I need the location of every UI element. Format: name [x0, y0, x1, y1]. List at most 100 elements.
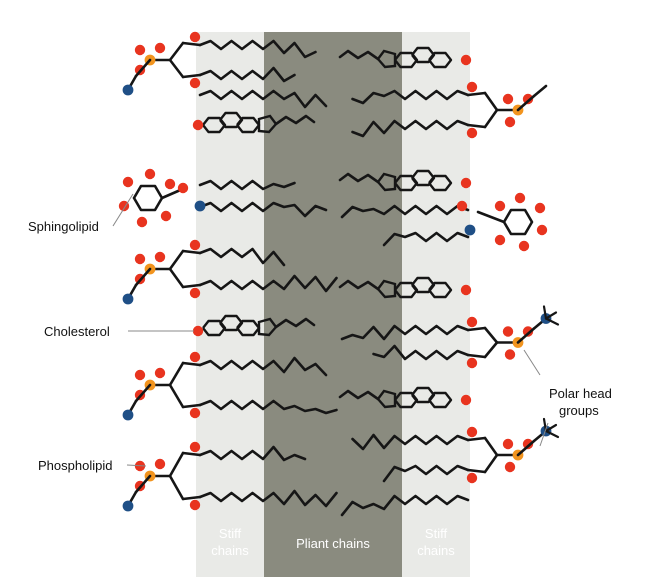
oxygen-atom [460, 284, 472, 296]
oxygen-atom [494, 234, 506, 246]
sterol-ring [428, 281, 453, 299]
sterol-ring [411, 169, 436, 187]
chain-left-9 [198, 445, 307, 462]
chain-right-7 [382, 464, 470, 483]
leader-polar-head-lower [539, 422, 549, 447]
label-polar-head-line1: Polar head [549, 386, 612, 401]
chain-right-8 [340, 494, 470, 517]
ester-bond [181, 495, 202, 501]
glycerol-bond [483, 91, 499, 112]
sterol-tail [338, 49, 380, 61]
headgroup-bond [134, 383, 152, 403]
stiff-zone-left [196, 32, 264, 577]
glycerol-bond [168, 383, 185, 409]
lipid-chains [198, 39, 470, 517]
oxygen-atom [518, 240, 530, 252]
sugar-ring [132, 184, 164, 212]
ester-bond [181, 283, 202, 289]
glycerol-bond [483, 326, 499, 344]
chain-left-10 [198, 489, 338, 508]
chain-left-7 [198, 356, 328, 377]
glycosidic-bond [476, 210, 506, 224]
sterol-tail [274, 114, 316, 126]
zone-label-stiff-left-line1: Stiff [218, 526, 242, 541]
leader-phospholipid [126, 464, 147, 467]
oxygen-atom [154, 42, 166, 54]
zone-label-stiff-right-line1: Stiff [424, 526, 448, 541]
chain-right-4 [340, 324, 470, 341]
oxygen-atom [466, 426, 478, 438]
oxygen-atom [192, 119, 204, 131]
chain-left-2 [198, 89, 328, 109]
glycerol-bond [168, 267, 185, 289]
chain-right-2 [340, 204, 470, 219]
oxygen-atom [466, 357, 478, 369]
sterol-ring [376, 172, 397, 192]
sterol-tail [274, 317, 316, 329]
oxygen-atom [134, 44, 146, 56]
oxygen-atom [192, 325, 204, 337]
sterol-ring [376, 389, 397, 409]
chain-right-6 [351, 433, 470, 451]
ester-bond [466, 436, 487, 442]
glycerol-bond [483, 108, 499, 129]
oxygen-atom [466, 81, 478, 93]
glycerol-bond [168, 361, 185, 387]
sterol-ring [257, 317, 278, 337]
oxygen-atom [134, 369, 146, 381]
sterol-ring-system [338, 46, 453, 69]
oxygen-atom [164, 178, 176, 190]
oxygen-atom [122, 176, 134, 188]
chain-right-0 [351, 89, 470, 105]
ester-bond [181, 41, 202, 47]
glycerol-bond [168, 58, 185, 79]
oxygen-atom [536, 224, 548, 236]
nitrogen-atom [194, 200, 206, 212]
headgroup-bond [516, 439, 536, 457]
oxygen-atom [460, 54, 472, 66]
methyl-bond [544, 311, 558, 320]
ester-bond [466, 123, 487, 129]
headgroup-bond [134, 58, 152, 78]
oxygen-atom [466, 472, 478, 484]
oxygen-atom [189, 351, 201, 363]
label-leader-lines [112, 193, 549, 467]
chain-right-1 [351, 119, 470, 138]
oxygen-atom [189, 31, 201, 43]
oxygen-atom [460, 177, 472, 189]
nitrogen-atom [464, 224, 476, 236]
ester-bond [181, 361, 202, 367]
ester-bond [181, 249, 202, 255]
ester-bond [181, 73, 202, 79]
sterol-tail [338, 172, 380, 184]
oxygen-atom [154, 367, 166, 379]
sterol-ring [411, 276, 436, 294]
sterol-ring [428, 174, 453, 192]
chain-right-3 [382, 231, 470, 247]
glycerol-bond [168, 41, 185, 62]
chain-left-3 [198, 179, 296, 191]
oxygen-atom [189, 407, 201, 419]
sterol-ring-system [338, 276, 453, 299]
oxygen-atom [154, 251, 166, 263]
sterol-ring [428, 51, 453, 69]
oxygen-atom [189, 77, 201, 89]
oxygen-atom [160, 210, 172, 222]
sterol-ring [411, 46, 436, 64]
chain-left-6 [198, 274, 338, 293]
oxygen-atom [502, 438, 514, 450]
oxygen-atom [189, 287, 201, 299]
ester-bond [181, 403, 202, 409]
oxygen-atom [154, 458, 166, 470]
sterol-tail [338, 279, 380, 291]
oxygen-atom [494, 200, 506, 212]
headgroup-bond [134, 267, 152, 287]
sterol-ring-system [202, 314, 316, 337]
zone-label-stiff-left-line2: chains [211, 543, 249, 558]
sterol-ring [428, 391, 453, 409]
oxygen-atom [189, 441, 201, 453]
sterol-ring [257, 114, 278, 134]
oxygen-atom [514, 192, 526, 204]
sterol-ring [394, 174, 419, 192]
